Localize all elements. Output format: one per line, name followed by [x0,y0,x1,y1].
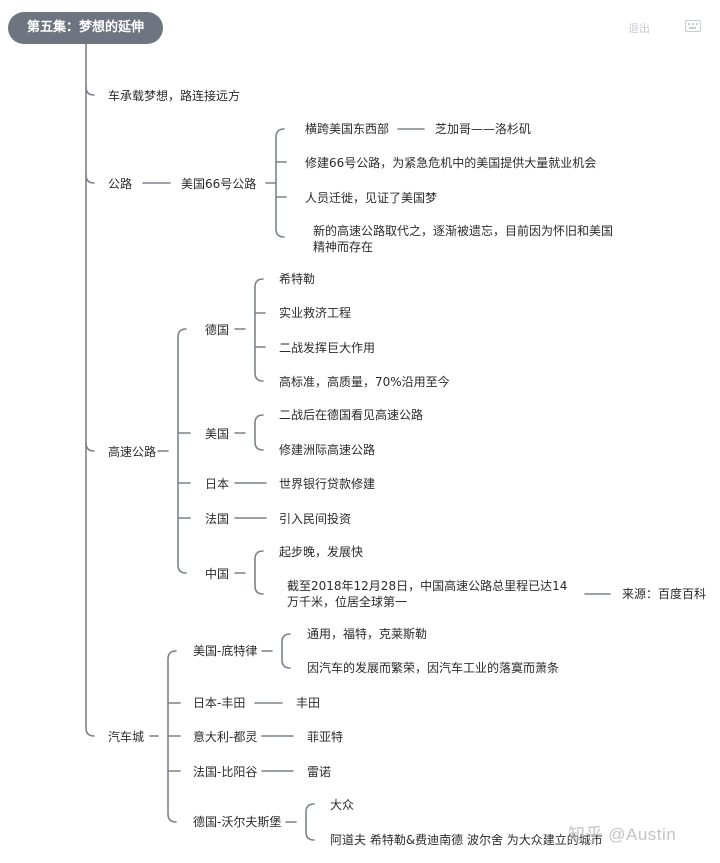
topic-turin[interactable]: 意大利-都灵 [193,730,258,744]
topic-japan-item[interactable]: 世界银行贷款修建 [279,477,376,491]
topic-chicago[interactable]: 芝加哥——洛杉矶 [435,122,532,136]
topic-toyota-item[interactable]: 丰田 [296,696,321,710]
connector-carcity-bracket [149,650,181,823]
connector-highway-bracket [157,328,191,574]
topic-france-item[interactable]: 引入民间投资 [279,512,352,526]
topic-toyota-city[interactable]: 日本-丰田 [193,696,246,710]
connector-route66-bracket [265,128,287,238]
topic-b1[interactable]: 车承载梦想，路连接远方 [108,89,241,103]
connector-wolfsburg-bracket [285,803,315,841]
topic-japan[interactable]: 日本 [205,477,230,491]
topic-china-item[interactable]: 起步晚，发展快 [279,545,364,559]
topic-germany-item[interactable]: 高标准，高质量，70%沿用至今 [279,375,450,389]
topic-france[interactable]: 法国 [205,512,230,526]
root-node[interactable]: 第五集：梦想的延伸 [8,12,163,44]
topic-dream[interactable]: 人员迁徙，见证了美国梦 [305,191,438,205]
connector-highway [85,442,95,452]
connector-b1 [85,86,95,96]
topic-wolfsburg-item[interactable]: 阿道夫 希特勒&费迪南德 波尔舍 为大众建立的城市 [330,833,603,847]
topic-germany-item[interactable]: 二战发挥巨大作用 [279,341,376,355]
connector-gonglu [85,174,95,184]
connector-detroit-bracket [261,633,291,669]
topic-detroit[interactable]: 美国-底特律 [193,644,258,658]
topic-detroit-item[interactable]: 通用，福特，克莱斯勒 [307,627,428,641]
topic-detroit-item[interactable]: 因汽车的发展而繁荣，因汽车工业的落寞而萧条 [307,661,560,675]
topic-highway[interactable]: 高速公路 [108,445,157,459]
connector-root-trunk [85,43,95,737]
topic-billancourt-item[interactable]: 雷诺 [307,765,332,779]
topic-usa-item[interactable]: 修建洲际高速公路 [279,443,376,457]
topic-china-item[interactable]: 截至2018年12月28日，中国高速公路总里程已达14万千米，位居全球第一 [287,579,568,609]
exit-button[interactable]: 退出 [628,22,650,35]
topic-route66[interactable]: 美国66号公路 [181,177,257,191]
topic-carcity[interactable]: 汽车城 [108,730,145,744]
topic-turin-item[interactable]: 菲亚特 [307,730,344,744]
topic-germany-item[interactable]: 实业救济工程 [279,306,352,320]
watermark: 知乎 @Austin [568,825,677,844]
topic-usa[interactable]: 美国 [205,427,230,441]
topic-replaced[interactable]: 新的高速公路取代之，逐渐被遗忘，目前因为怀旧和美国精神而存在 [313,224,614,254]
topic-gonglu[interactable]: 公路 [108,177,133,191]
topic-china-source[interactable]: 来源：百度百科 [622,587,707,601]
topic-jobs[interactable]: 修建66号公路，为紧急危机中的美国提供大量就业机会 [305,156,597,170]
topic-germany[interactable]: 德国 [205,323,230,337]
connector-usa-bracket [234,414,264,451]
topic-china[interactable]: 中国 [205,567,230,581]
connector-germany-bracket [234,278,266,382]
topic-wolfsburg[interactable]: 德国-沃尔夫斯堡 [193,815,282,829]
connector-china-bracket [234,550,264,595]
topic-germany-item[interactable]: 希特勒 [279,272,316,286]
topic-cross[interactable]: 横跨美国东西部 [305,122,390,136]
keyboard-icon[interactable] [685,20,701,32]
topic-wolfsburg-item[interactable]: 大众 [330,798,355,812]
topic-usa-item[interactable]: 二战后在德国看见高速公路 [279,408,424,422]
topic-billancourt[interactable]: 法国-比阳谷 [193,765,258,779]
